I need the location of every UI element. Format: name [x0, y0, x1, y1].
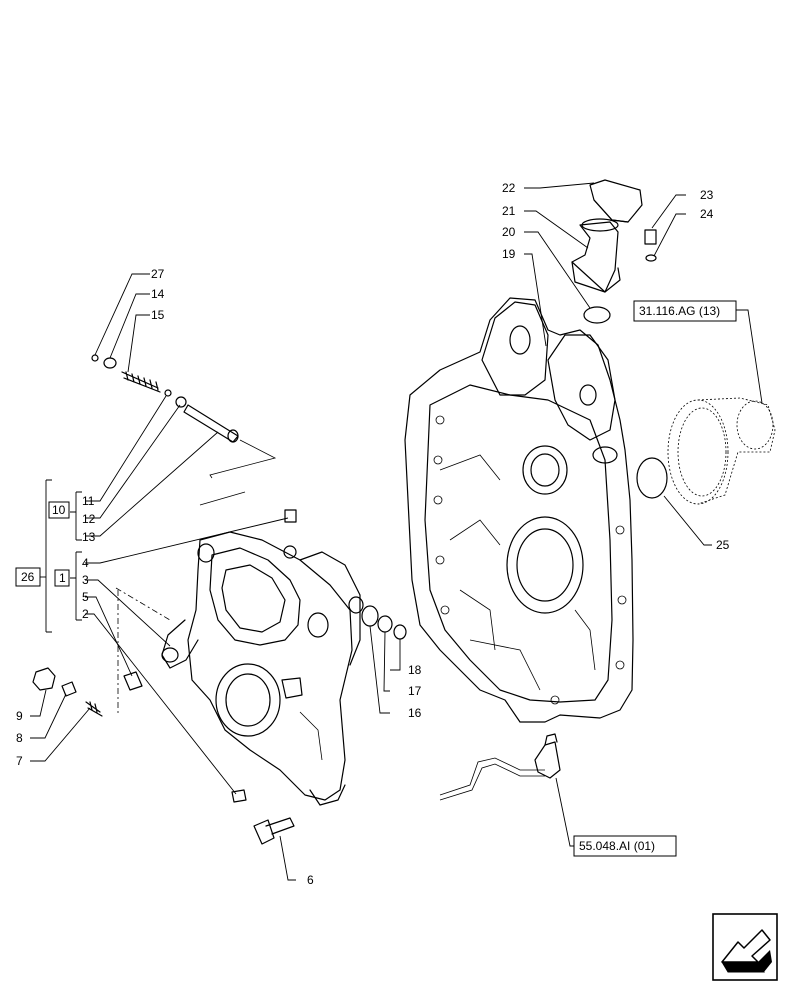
callout-4: 4 — [82, 556, 89, 570]
callout-19: 19 — [502, 247, 516, 261]
callout-3: 3 — [82, 573, 89, 587]
callout-24: 24 — [700, 207, 714, 221]
callout-10-box — [48, 501, 70, 519]
ref-top-box — [633, 300, 737, 322]
ref-bottom-box — [573, 835, 677, 857]
top-right-parts — [571, 179, 776, 505]
callout-14: 14 — [151, 287, 165, 301]
callout-2: 2 — [82, 607, 89, 621]
callout-11: 11 — [82, 494, 95, 508]
group-brackets — [40, 479, 82, 633]
leader-lines — [30, 182, 763, 881]
callout-8: 8 — [16, 731, 23, 745]
callout-16: 16 — [408, 706, 422, 720]
callout-10: 10 — [52, 503, 66, 517]
rear-housing — [404, 297, 634, 723]
callout-13: 13 — [82, 530, 96, 544]
callout-12: 12 — [82, 512, 96, 526]
callout-26-box — [15, 567, 41, 587]
reference-boxes: 31.116.AG (13) 55.048.AI (01) — [573, 300, 737, 857]
callout-20: 20 — [502, 225, 516, 239]
callout-5: 5 — [82, 590, 89, 604]
callout-1-box — [54, 569, 70, 587]
callout-7: 7 — [16, 754, 23, 768]
callout-17: 17 — [408, 684, 422, 698]
left-small-parts — [32, 354, 407, 845]
callout-27: 27 — [151, 267, 165, 281]
callout-23: 23 — [700, 188, 714, 202]
callout-15: 15 — [151, 308, 165, 322]
callout-22: 22 — [502, 181, 516, 195]
callout-labels: 27 14 15 11 12 13 4 3 5 2 9 8 7 6 18 17 … — [15, 181, 730, 887]
callout-1: 1 — [59, 571, 66, 585]
callout-18: 18 — [408, 663, 422, 677]
callout-6: 6 — [307, 873, 314, 887]
callout-9: 9 — [16, 709, 23, 723]
callout-25: 25 — [716, 538, 730, 552]
ref-top-label: 31.116.AG (13) — [639, 304, 720, 318]
callout-21: 21 — [502, 204, 516, 218]
callout-26: 26 — [21, 570, 35, 584]
ref-bottom-label: 55.048.AI (01) — [579, 839, 655, 853]
front-cover-plate — [161, 531, 364, 806]
oil-pipe — [439, 733, 561, 801]
next-page-arrow-icon[interactable] — [712, 913, 778, 981]
